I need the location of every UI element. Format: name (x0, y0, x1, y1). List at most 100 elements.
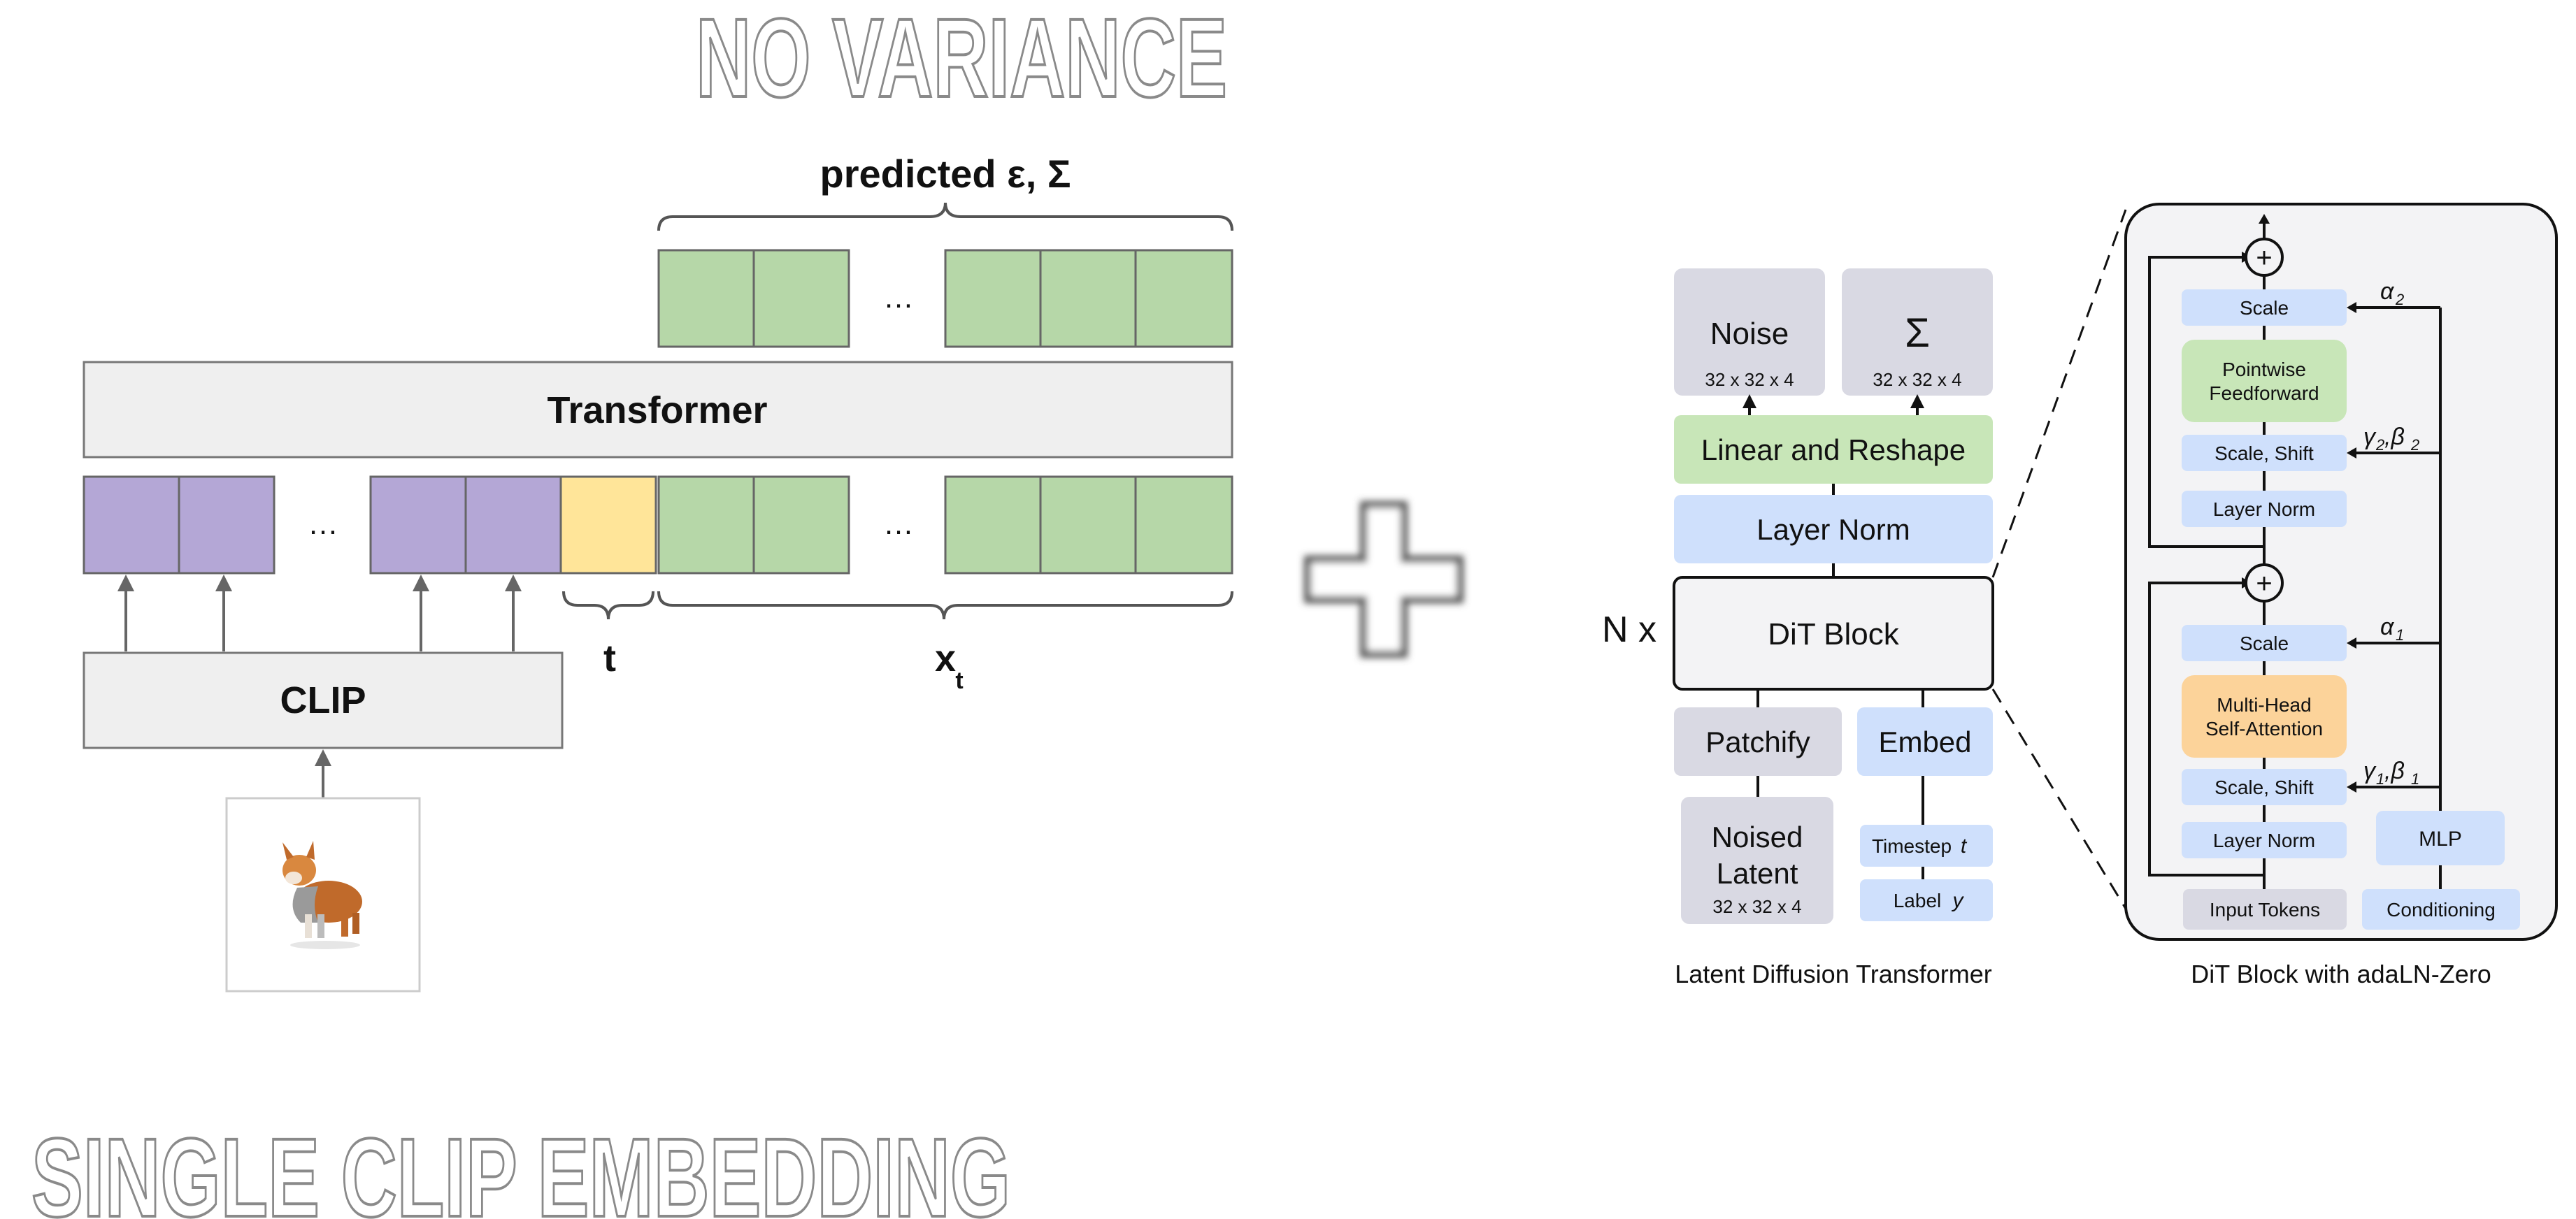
ldt-caption: Latent Diffusion Transformer (1675, 960, 1992, 988)
sigma-label: Σ (1905, 310, 1930, 356)
patchify-label: Patchify (1705, 726, 1810, 758)
arrowhead (2347, 637, 2356, 649)
clip-token (178, 475, 276, 575)
output-token (752, 249, 850, 348)
noised-latent-line1: Noised (1712, 821, 1803, 853)
xt-label: x (935, 637, 956, 679)
corgi-leg (317, 914, 324, 938)
latent-token (1039, 475, 1137, 575)
layer-norm-bottom-label: Layer Norm (2213, 830, 2315, 851)
dit-block-label: DiT Block (1768, 617, 1899, 651)
dit-block-detail: + + Scale Pointwise Feedforward Scale, S… (2124, 203, 2558, 988)
output-token (657, 249, 755, 348)
corgi-leg (305, 914, 312, 938)
greek-labels: α 2 γ 2 ,β 2 α 1 γ 1 ,β 1 (2363, 278, 2419, 788)
mlp-box (2376, 811, 2505, 865)
predicted-brace (657, 202, 1233, 231)
mhsa-line1: Multi-Head (2217, 694, 2311, 716)
scale-shift-bottom-box (2182, 769, 2347, 805)
n-x-label: N x (1602, 610, 1656, 650)
input-tokens: … … (83, 475, 1233, 575)
clip-token (83, 475, 180, 575)
residual-loop-top (2148, 256, 2264, 548)
gamma2-label: γ (2363, 424, 2377, 450)
corgi-image-icon (225, 797, 421, 993)
noised-latent-box (1681, 797, 1833, 924)
corgi-shadow (290, 941, 360, 949)
alpha1-sub: 1 (2396, 626, 2404, 644)
layer-norm-label: Layer Norm (1756, 513, 1910, 546)
gamma1-label: γ (2363, 758, 2377, 784)
latent-token (944, 475, 1042, 575)
input-tokens-box (2183, 889, 2347, 930)
dit-block-box (1673, 576, 1994, 691)
clip-token (464, 475, 562, 575)
clip-to-token-arrows (117, 575, 522, 651)
layer-norm-box (1674, 495, 1993, 563)
pointwise-ff-box (2182, 340, 2347, 422)
clip-ellipsis: … (308, 507, 338, 541)
no-variance-heading: NO VARIANCE (696, 0, 1227, 120)
input-tokens-label: Input Tokens (2210, 899, 2320, 921)
latent-diffusion-transformer: Noise 32 x 32 x 4 Σ 32 x 32 x 4 Linear a… (1602, 268, 1994, 988)
conditioning-box (2362, 889, 2520, 930)
label-box (1860, 879, 1993, 921)
timestep-var: t (1961, 835, 1968, 858)
scale-shift-top-label: Scale, Shift (2214, 442, 2314, 464)
alpha2-label: α (2380, 278, 2395, 305)
corgi-ear (282, 842, 294, 860)
output-token (1134, 249, 1233, 348)
sigma-box (1842, 268, 1993, 396)
linear-reshape-box (1674, 415, 1993, 484)
label-label: Label (1894, 890, 1942, 911)
linear-reshape-label: Linear and Reshape (1701, 433, 1966, 466)
clip-box (83, 651, 564, 749)
layer-norm-top-label: Layer Norm (2213, 498, 2315, 520)
output-tokens: … (657, 249, 1233, 348)
pointwise-line2: Feedforward (2209, 382, 2319, 404)
predicted-label: predicted ε, Σ (820, 152, 1071, 196)
noise-box (1674, 268, 1825, 396)
mlp-label: MLP (2419, 828, 2462, 851)
label-var: y (1952, 889, 1965, 912)
xt-subscript: t (955, 668, 963, 694)
corgi-leg (341, 914, 348, 937)
add-sign-top: + (2256, 243, 2272, 273)
latent-token (1134, 475, 1233, 575)
arrowhead (2347, 302, 2356, 313)
transformer-label: Transformer (547, 389, 767, 431)
layer-norm-bottom-box (2182, 822, 2347, 858)
alpha1-label: α (2380, 614, 2395, 640)
scale-bottom-label: Scale (2240, 633, 2289, 654)
gamma2-sub: 2 (2375, 436, 2384, 454)
corgi-gray-fur (292, 886, 318, 923)
latent-ellipsis: … (883, 507, 914, 541)
t-brace (562, 591, 654, 620)
scale-top-box (2182, 289, 2347, 326)
arrowhead (2347, 447, 2356, 459)
patchify-box (1674, 707, 1842, 776)
single-clip-embedding-heading: SINGLE CLIP EMBEDDING (31, 1115, 1010, 1219)
corgi-ear (306, 841, 315, 860)
xt-brace (657, 591, 1233, 620)
beta2-sub: 2 (2410, 436, 2419, 454)
noised-latent-dims: 32 x 32 x 4 (1712, 896, 1801, 917)
plus-icon (1304, 501, 1464, 658)
add-sign-bottom: + (2256, 568, 2272, 599)
residual-loop-bottom (2148, 582, 2264, 877)
output-token (1039, 249, 1137, 348)
gamma1-sub: 1 (2376, 770, 2384, 788)
noised-latent-line2: Latent (1717, 857, 1798, 890)
scale-shift-bottom-label: Scale, Shift (2214, 777, 2314, 798)
clip-label: CLIP (280, 679, 366, 721)
latent-token (752, 475, 850, 575)
transformer-box (83, 361, 1233, 459)
latent-token (657, 475, 755, 575)
scale-bottom-box (2182, 625, 2347, 661)
sigma-dims: 32 x 32 x 4 (1873, 369, 1961, 390)
alpha2-sub: 2 (2395, 291, 2404, 308)
corgi-snout (285, 872, 302, 884)
embed-box (1857, 707, 1993, 776)
embed-label: Embed (1878, 726, 1971, 758)
beta1-label: ,β (2384, 758, 2405, 784)
